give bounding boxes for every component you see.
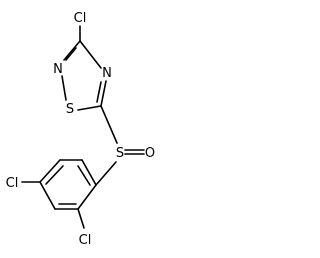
bond-s-ch2 <box>95 161 117 186</box>
sulfinyl-bonds <box>95 105 145 186</box>
atom-cl-ring-left: Cl <box>6 176 19 191</box>
thiadiazole-ring-bonds <box>61 25 107 111</box>
bond-ring-c2-c3 <box>39 159 61 183</box>
bond-ring-c5-c6 <box>77 184 97 210</box>
chemical-structure: Cl N N S S O Cl Cl <box>6 11 155 248</box>
bond-c5-n-right <box>100 80 107 107</box>
bond-ring-c6-c1-double <box>77 165 91 186</box>
benzene-ring-bonds <box>21 159 97 229</box>
bond-ring-c3-c4 <box>39 181 56 210</box>
bond-c3-n-left <box>63 40 81 61</box>
atom-s-sulfinyl: S <box>116 146 124 161</box>
bond-n-left-s <box>61 75 67 101</box>
atom-s-thiadiazole: S <box>66 102 74 117</box>
bond-c5-s-sulfinyl <box>100 105 118 144</box>
bond-c3-n-right <box>79 40 102 69</box>
bond-ch2-ring <box>81 159 97 186</box>
bond-c3-n-left-double <box>65 47 77 61</box>
bond-ring-c2-c3-double <box>45 165 64 185</box>
atom-cl-top: Cl <box>74 11 87 26</box>
atom-o-sulfinyl: O <box>145 146 155 161</box>
atom-cl-ring-bottom: Cl <box>79 233 92 248</box>
atom-n-right: N <box>102 66 112 81</box>
bond-ring-c5-cl <box>77 208 85 229</box>
bond-c5-n-right-double <box>96 81 102 103</box>
atom-n-left: N <box>53 62 63 77</box>
bond-s-c5 <box>77 105 102 111</box>
atom-labels: Cl N N S S O Cl Cl <box>6 11 155 248</box>
